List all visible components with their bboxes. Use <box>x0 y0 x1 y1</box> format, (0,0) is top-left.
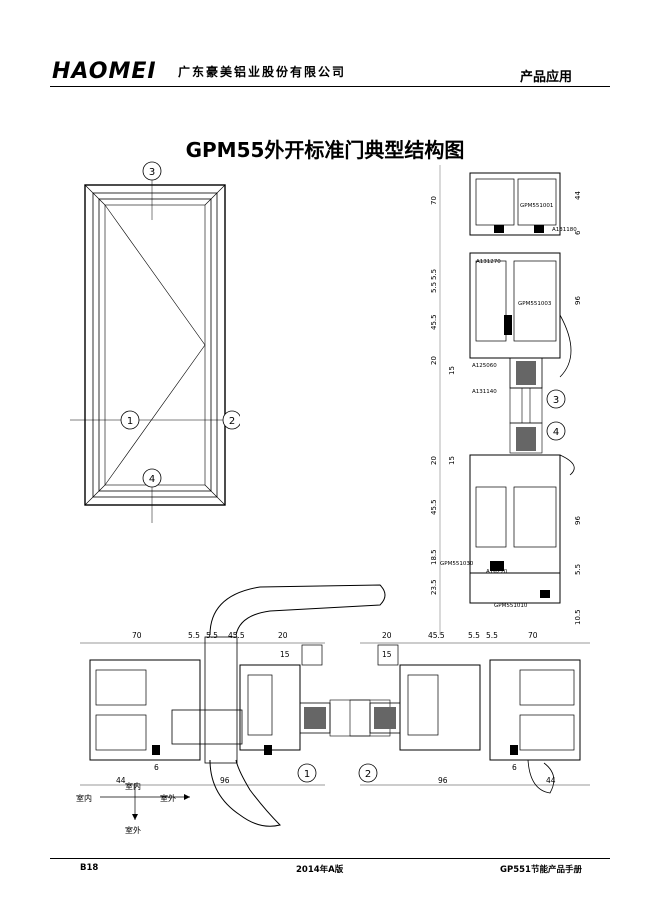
label-outside-right: 室外 <box>160 793 176 803</box>
footer-page: B18 <box>80 863 99 873</box>
orientation-indicator: 室内 室内 室外 室外 <box>76 781 190 835</box>
hdim-left-44: 44 <box>116 776 126 785</box>
hdim-right-5-5-b: 5.5 <box>486 631 498 640</box>
callout-1-label: 1 <box>127 416 133 427</box>
hdim-left-70: 70 <box>132 631 142 640</box>
header-rule <box>50 86 610 87</box>
vsection-callout-4: 4 <box>546 421 566 441</box>
footer-edition: 2014年A版 <box>296 865 344 875</box>
vdim-45-5-a: 45.5 <box>430 314 438 330</box>
callout-4-label: 4 <box>149 474 155 485</box>
part-gpm551001: GPM551001 <box>520 203 553 209</box>
part-a125060: A125060 <box>472 363 497 369</box>
vdim-20-a: 20 <box>430 356 438 365</box>
hdim-right-15: 15 <box>382 650 392 659</box>
part-gpm551030: GPM551030 <box>440 561 474 567</box>
door-handle-upper <box>209 584 386 636</box>
hsection-callout-1: 1 <box>297 763 317 783</box>
callout-3: 3 <box>142 161 162 181</box>
hdim-right-44: 44 <box>546 776 556 785</box>
brand-logo: HAOMEI <box>52 59 157 84</box>
callout-3-label: 3 <box>149 167 155 178</box>
hdim-left-45-5: 45.5 <box>228 631 245 640</box>
vdim-70: 70 <box>430 196 438 205</box>
part-gpm551010: GPM551010 <box>494 603 528 609</box>
hsection-callout-2: 2 <box>358 763 378 783</box>
vdim-10-5: 10.5 <box>574 609 582 625</box>
callout-1: 1 <box>120 410 140 430</box>
vsection-callout-3: 3 <box>546 389 566 409</box>
hdim-right-20: 20 <box>382 631 392 640</box>
label-inside-left: 室内 <box>76 793 92 803</box>
vdim-44: 44 <box>574 191 582 200</box>
vdim-15-b: 15 <box>448 456 456 465</box>
section-label: 产品应用 <box>520 70 573 85</box>
hdim-left-96: 96 <box>220 776 230 785</box>
vdim-5-5-b: 5.5 <box>430 282 438 293</box>
callout-2: 2 <box>222 410 240 430</box>
vdim-15-a: 15 <box>448 366 456 375</box>
hdim-right-96: 96 <box>438 776 448 785</box>
label-outside-bottom: 室外 <box>125 825 141 835</box>
hdim-left-6: 6 <box>154 763 159 772</box>
page-title: GPM55外开标准门典型结构图 <box>185 138 465 162</box>
part-a131270: A131270 <box>476 259 501 265</box>
part-a16270: A16270 <box>486 569 508 575</box>
part-gpm551003: GPM551003 <box>518 301 552 307</box>
label-inside-top: 室内 <box>125 781 141 791</box>
door-handle-lower <box>209 759 281 827</box>
vdim-96-a: 96 <box>574 296 582 305</box>
door-sash <box>98 198 212 492</box>
hdim-left-5-5-a: 5.5 <box>188 631 200 640</box>
hdim-right-45-5: 45.5 <box>428 631 445 640</box>
hdim-left-15: 15 <box>280 650 290 659</box>
vdim-5-5-a: 5.5 <box>430 269 438 280</box>
vdim-96-b: 96 <box>574 516 582 525</box>
callout-4: 4 <box>142 468 162 488</box>
hdim-right-6: 6 <box>512 763 517 772</box>
hdim-left-20: 20 <box>278 631 288 640</box>
vertical-section: 70 5.5 5.5 45.5 20 15 20 15 45.5 18.5 23… <box>430 165 582 635</box>
footer-rule <box>50 858 610 859</box>
svg-text:1: 1 <box>304 769 310 780</box>
door-elevation: 3 1 2 4 <box>70 161 240 523</box>
vdim-6: 6 <box>574 230 582 235</box>
opening-swing-lines <box>104 204 206 486</box>
part-a131180: A131180 <box>552 227 577 233</box>
hdim-left-5-5-b: 5.5 <box>206 631 218 640</box>
vdim-23-5: 23.5 <box>430 579 438 595</box>
door-outer-frame <box>84 184 226 506</box>
horizontal-section: 70 5.5 5.5 45.5 20 15 44 6 96 20 45.5 5.… <box>76 584 590 835</box>
hdim-right-70: 70 <box>528 631 538 640</box>
vdim-20-b: 20 <box>430 456 438 465</box>
hdim-right-5-5-a: 5.5 <box>468 631 480 640</box>
svg-text:4: 4 <box>553 427 559 438</box>
svg-text:2: 2 <box>365 769 371 780</box>
vdim-45-5-b: 45.5 <box>430 499 438 515</box>
vdim-18-5: 18.5 <box>430 549 438 565</box>
vdim-5-5-c: 5.5 <box>574 564 582 575</box>
door-frame-inner <box>92 192 218 498</box>
footer-manual: GP551节能产品手册 <box>500 865 582 875</box>
door-glass <box>104 204 206 486</box>
company-name: 广东豪美铝业股份有限公司 <box>178 65 347 79</box>
callout-2-label: 2 <box>229 416 235 427</box>
svg-text:3: 3 <box>553 395 559 406</box>
part-a131140: A131140 <box>472 389 497 395</box>
